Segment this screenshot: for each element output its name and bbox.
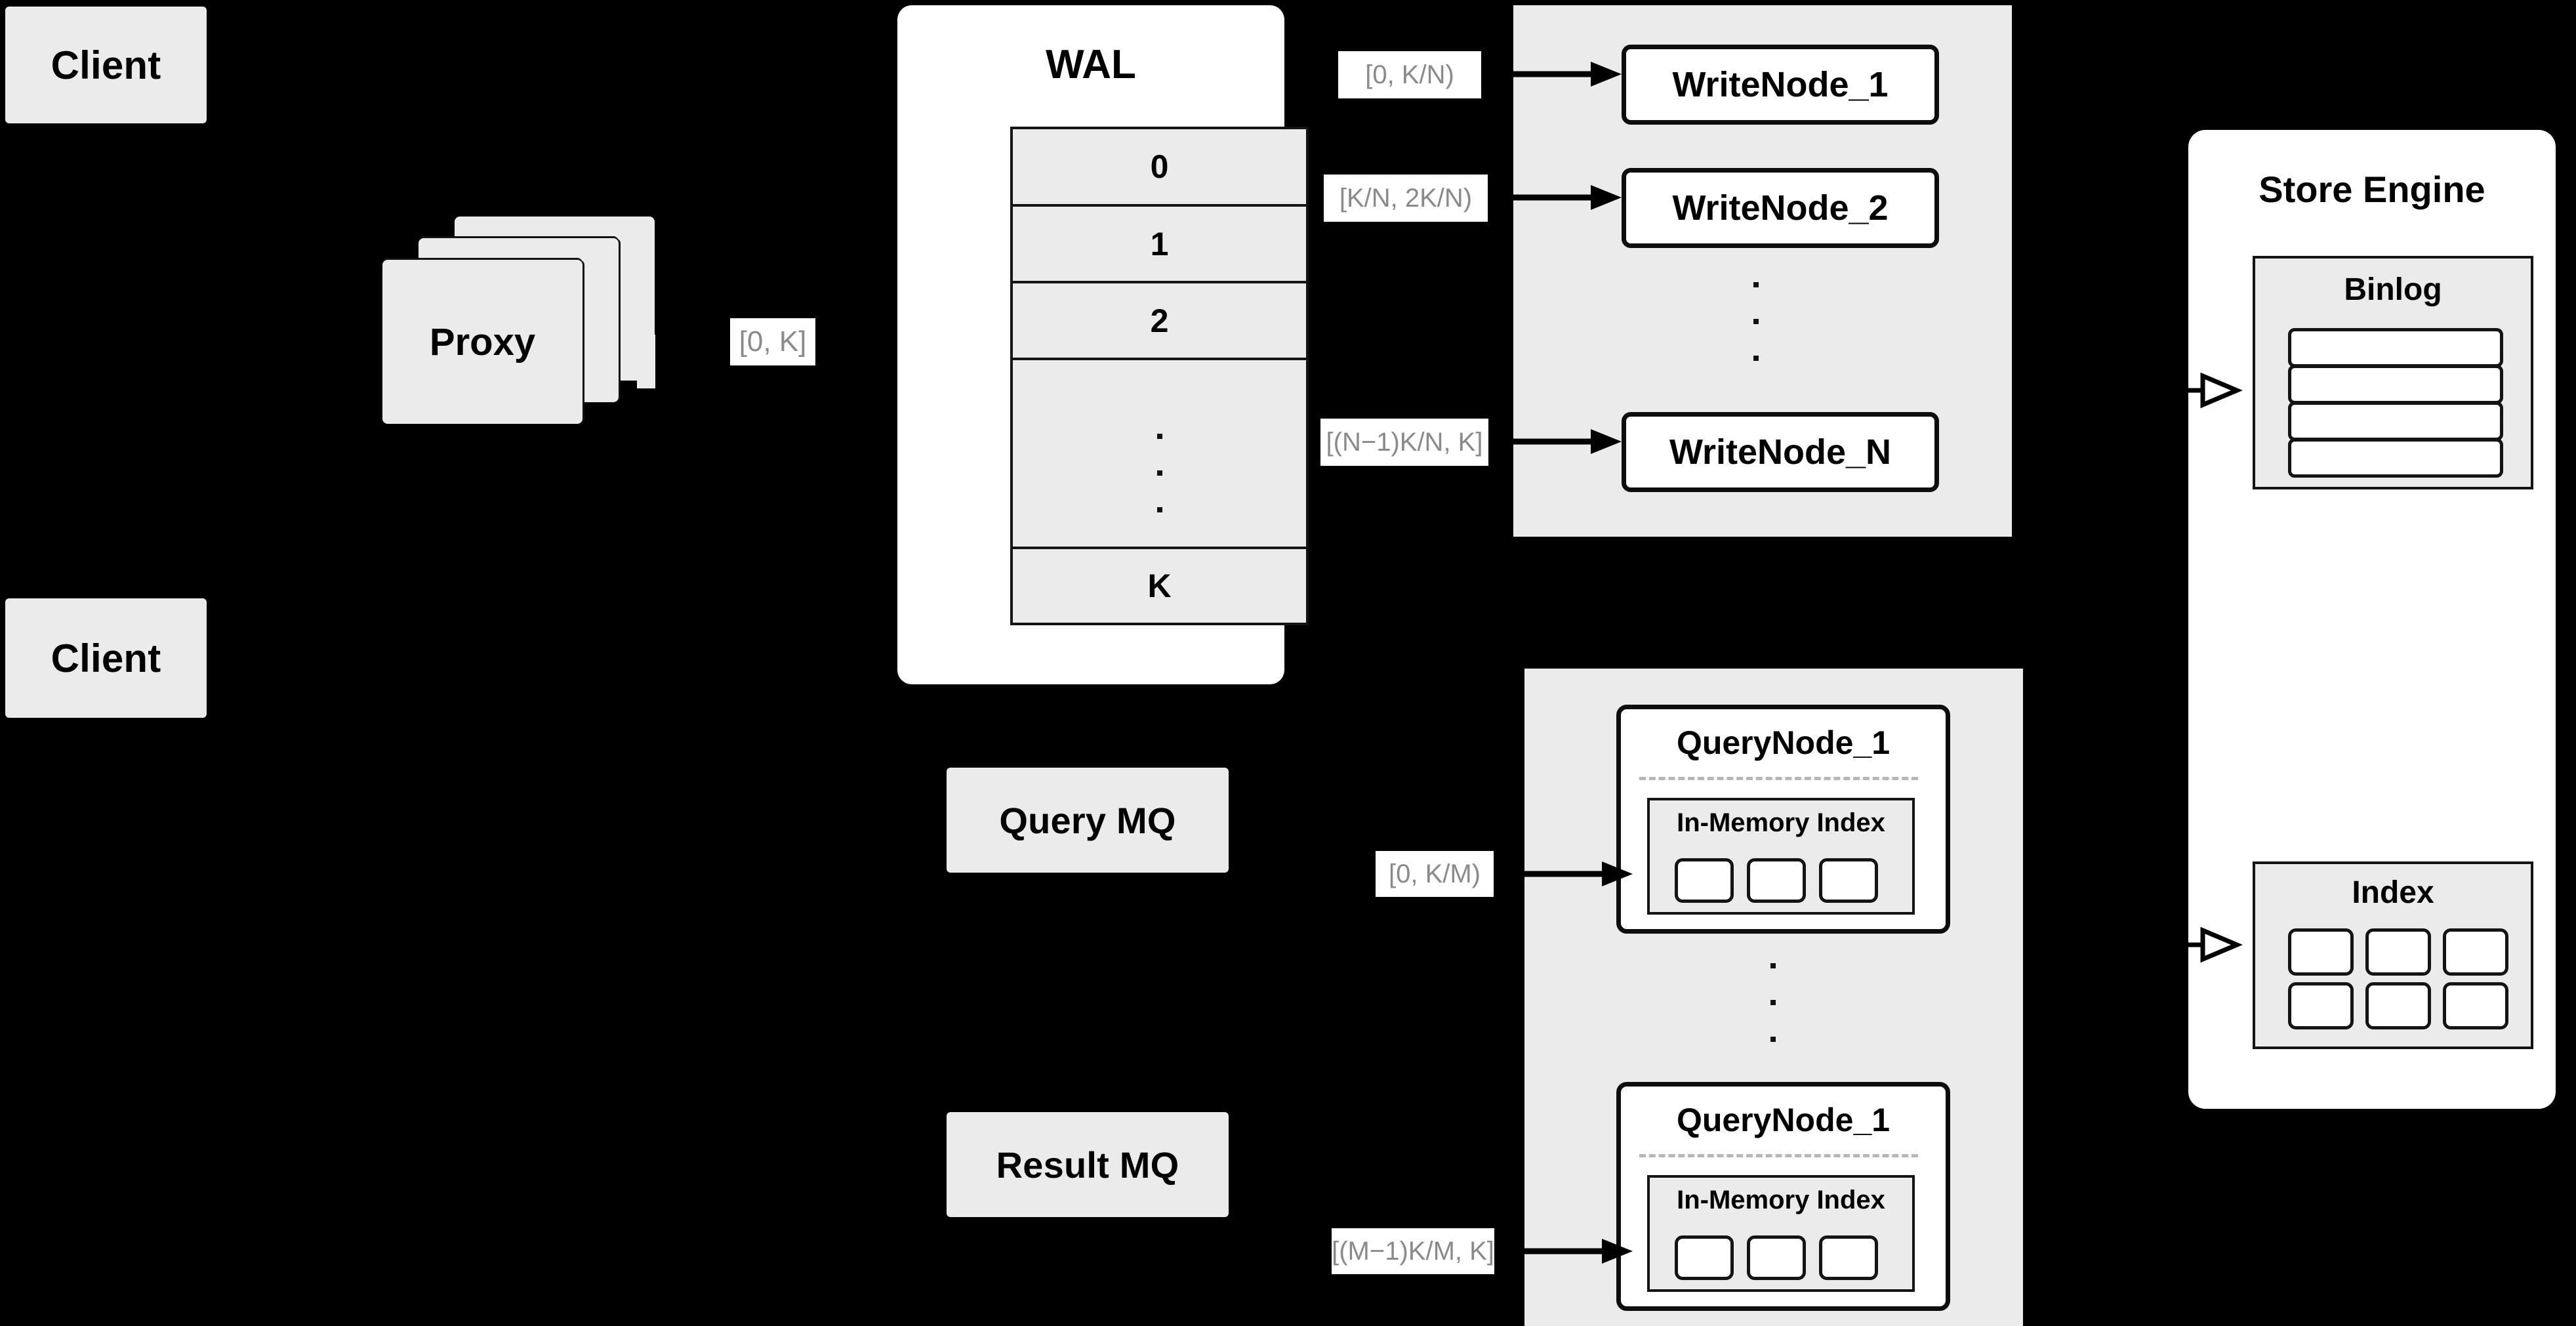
proxy-card-front: Proxy [382,260,583,424]
store-engine-title: Store Engine [2259,169,2485,210]
arrow-to-write-node-2 [1513,185,1622,210]
wal-row-2: 2 [1013,283,1306,360]
write-node-1-label: WriteNode_1 [1672,65,1889,104]
query-node-1-index-title: In-Memory Index [1677,808,1885,837]
result-mq-box[interactable]: Result MQ [947,1112,1229,1217]
arrow-to-binlog [2165,372,2243,409]
query-mq-label: Query MQ [999,799,1176,841]
client-box-1[interactable]: Client [5,7,207,123]
proxy-stack[interactable]: Proxy [382,217,684,440]
arrow-to-index [2165,926,2243,963]
query-node-2-label: QueryNode_1 [1676,1102,1891,1138]
write-node-n[interactable]: WriteNode_N [1622,412,1939,492]
query-node-1-index-cell-3 [1819,858,1878,903]
wal-table: 0 1 2 K [1010,127,1309,625]
range-label-write-node-2: [K/N, 2K/N) [1324,175,1488,222]
write-cluster-vertical-ellipsis-icon [1753,266,1759,377]
wal-row-1: 1 [1013,207,1306,283]
query-node-2[interactable]: QueryNode_1 In-Memory Index [1616,1082,1950,1311]
index-cell-4 [2288,982,2354,1029]
index-cell-6 [2443,982,2508,1029]
query-node-1-in-memory-index: In-Memory Index [1647,798,1915,915]
query-node-2-divider [1639,1154,1918,1157]
arrow-to-write-node-1 [1513,62,1622,87]
wal-row-0: 0 [1013,129,1306,207]
write-node-2[interactable]: WriteNode_2 [1622,168,1939,248]
query-node-1-index-cell-1 [1675,858,1734,903]
arrow-to-query-node-1 [1524,861,1633,886]
query-node-2-index-cell-1 [1675,1235,1734,1280]
range-label-write-node-1: [0, K/N) [1338,51,1481,98]
query-node-2-index-cell-2 [1747,1235,1806,1280]
arrow-to-write-node-n [1513,429,1622,454]
wal-vertical-ellipsis-icon [1156,418,1162,528]
query-node-1-index-cell-2 [1747,858,1806,903]
range-label-query-node-2: [(M−1)K/M, K] [1332,1228,1494,1274]
write-node-n-label: WriteNode_N [1669,432,1892,472]
query-mq-box[interactable]: Query MQ [947,768,1229,873]
wal-panel: WAL 0 1 2 K [897,5,1309,684]
query-node-2-in-memory-index: In-Memory Index [1647,1175,1915,1292]
query-node-1[interactable]: QueryNode_1 In-Memory Index [1616,705,1950,934]
write-node-1[interactable]: WriteNode_1 [1622,45,1939,125]
index-cell-3 [2443,928,2508,976]
binlog-title: Binlog [2344,272,2442,307]
wal-title: WAL [1046,42,1136,87]
index-box: Index [2253,861,2533,1049]
client-box-2[interactable]: Client [5,598,207,718]
write-node-2-label: WriteNode_2 [1672,188,1889,228]
query-cluster-vertical-ellipsis-icon [1770,947,1776,1058]
query-node-1-divider [1639,777,1918,780]
index-cell-5 [2365,982,2431,1029]
binlog-bar-1 [2288,328,2503,367]
query-node-1-label: QueryNode_1 [1676,724,1891,761]
wal-row-k: K [1013,549,1306,623]
range-label-write-node-n: [(N−1)K/N, K] [1320,419,1488,466]
binlog-bar-3 [2288,402,2503,441]
result-mq-label: Result MQ [996,1144,1179,1186]
binlog-bar-4 [2288,438,2503,478]
range-label-query-node-1: [0, K/M) [1376,851,1494,897]
write-node-cluster: WriteNode_1 WriteNode_2 WriteNode_N [1513,5,2012,537]
binlog-bar-2 [2288,365,2503,404]
wal-row-ellipsis [1013,360,1306,549]
binlog-box: Binlog [2253,256,2533,489]
query-node-2-index-title: In-Memory Index [1677,1186,1885,1214]
client-label-2: Client [51,636,161,680]
query-node-cluster: QueryNode_1 In-Memory Index QueryNode_1 … [1524,669,2023,1326]
arrow-to-query-node-2 [1524,1239,1633,1264]
index-title: Index [2352,875,2434,910]
range-label-proxy-to-wal: [0, K] [730,318,815,365]
store-engine-panel: Store Engine Binlog Index [2188,130,2556,1109]
index-cell-1 [2288,928,2354,976]
proxy-card-sliver [637,335,655,388]
index-cell-2 [2365,928,2431,976]
client-label-1: Client [51,43,161,87]
query-node-2-index-cell-3 [1819,1235,1878,1280]
proxy-label: Proxy [429,320,536,363]
